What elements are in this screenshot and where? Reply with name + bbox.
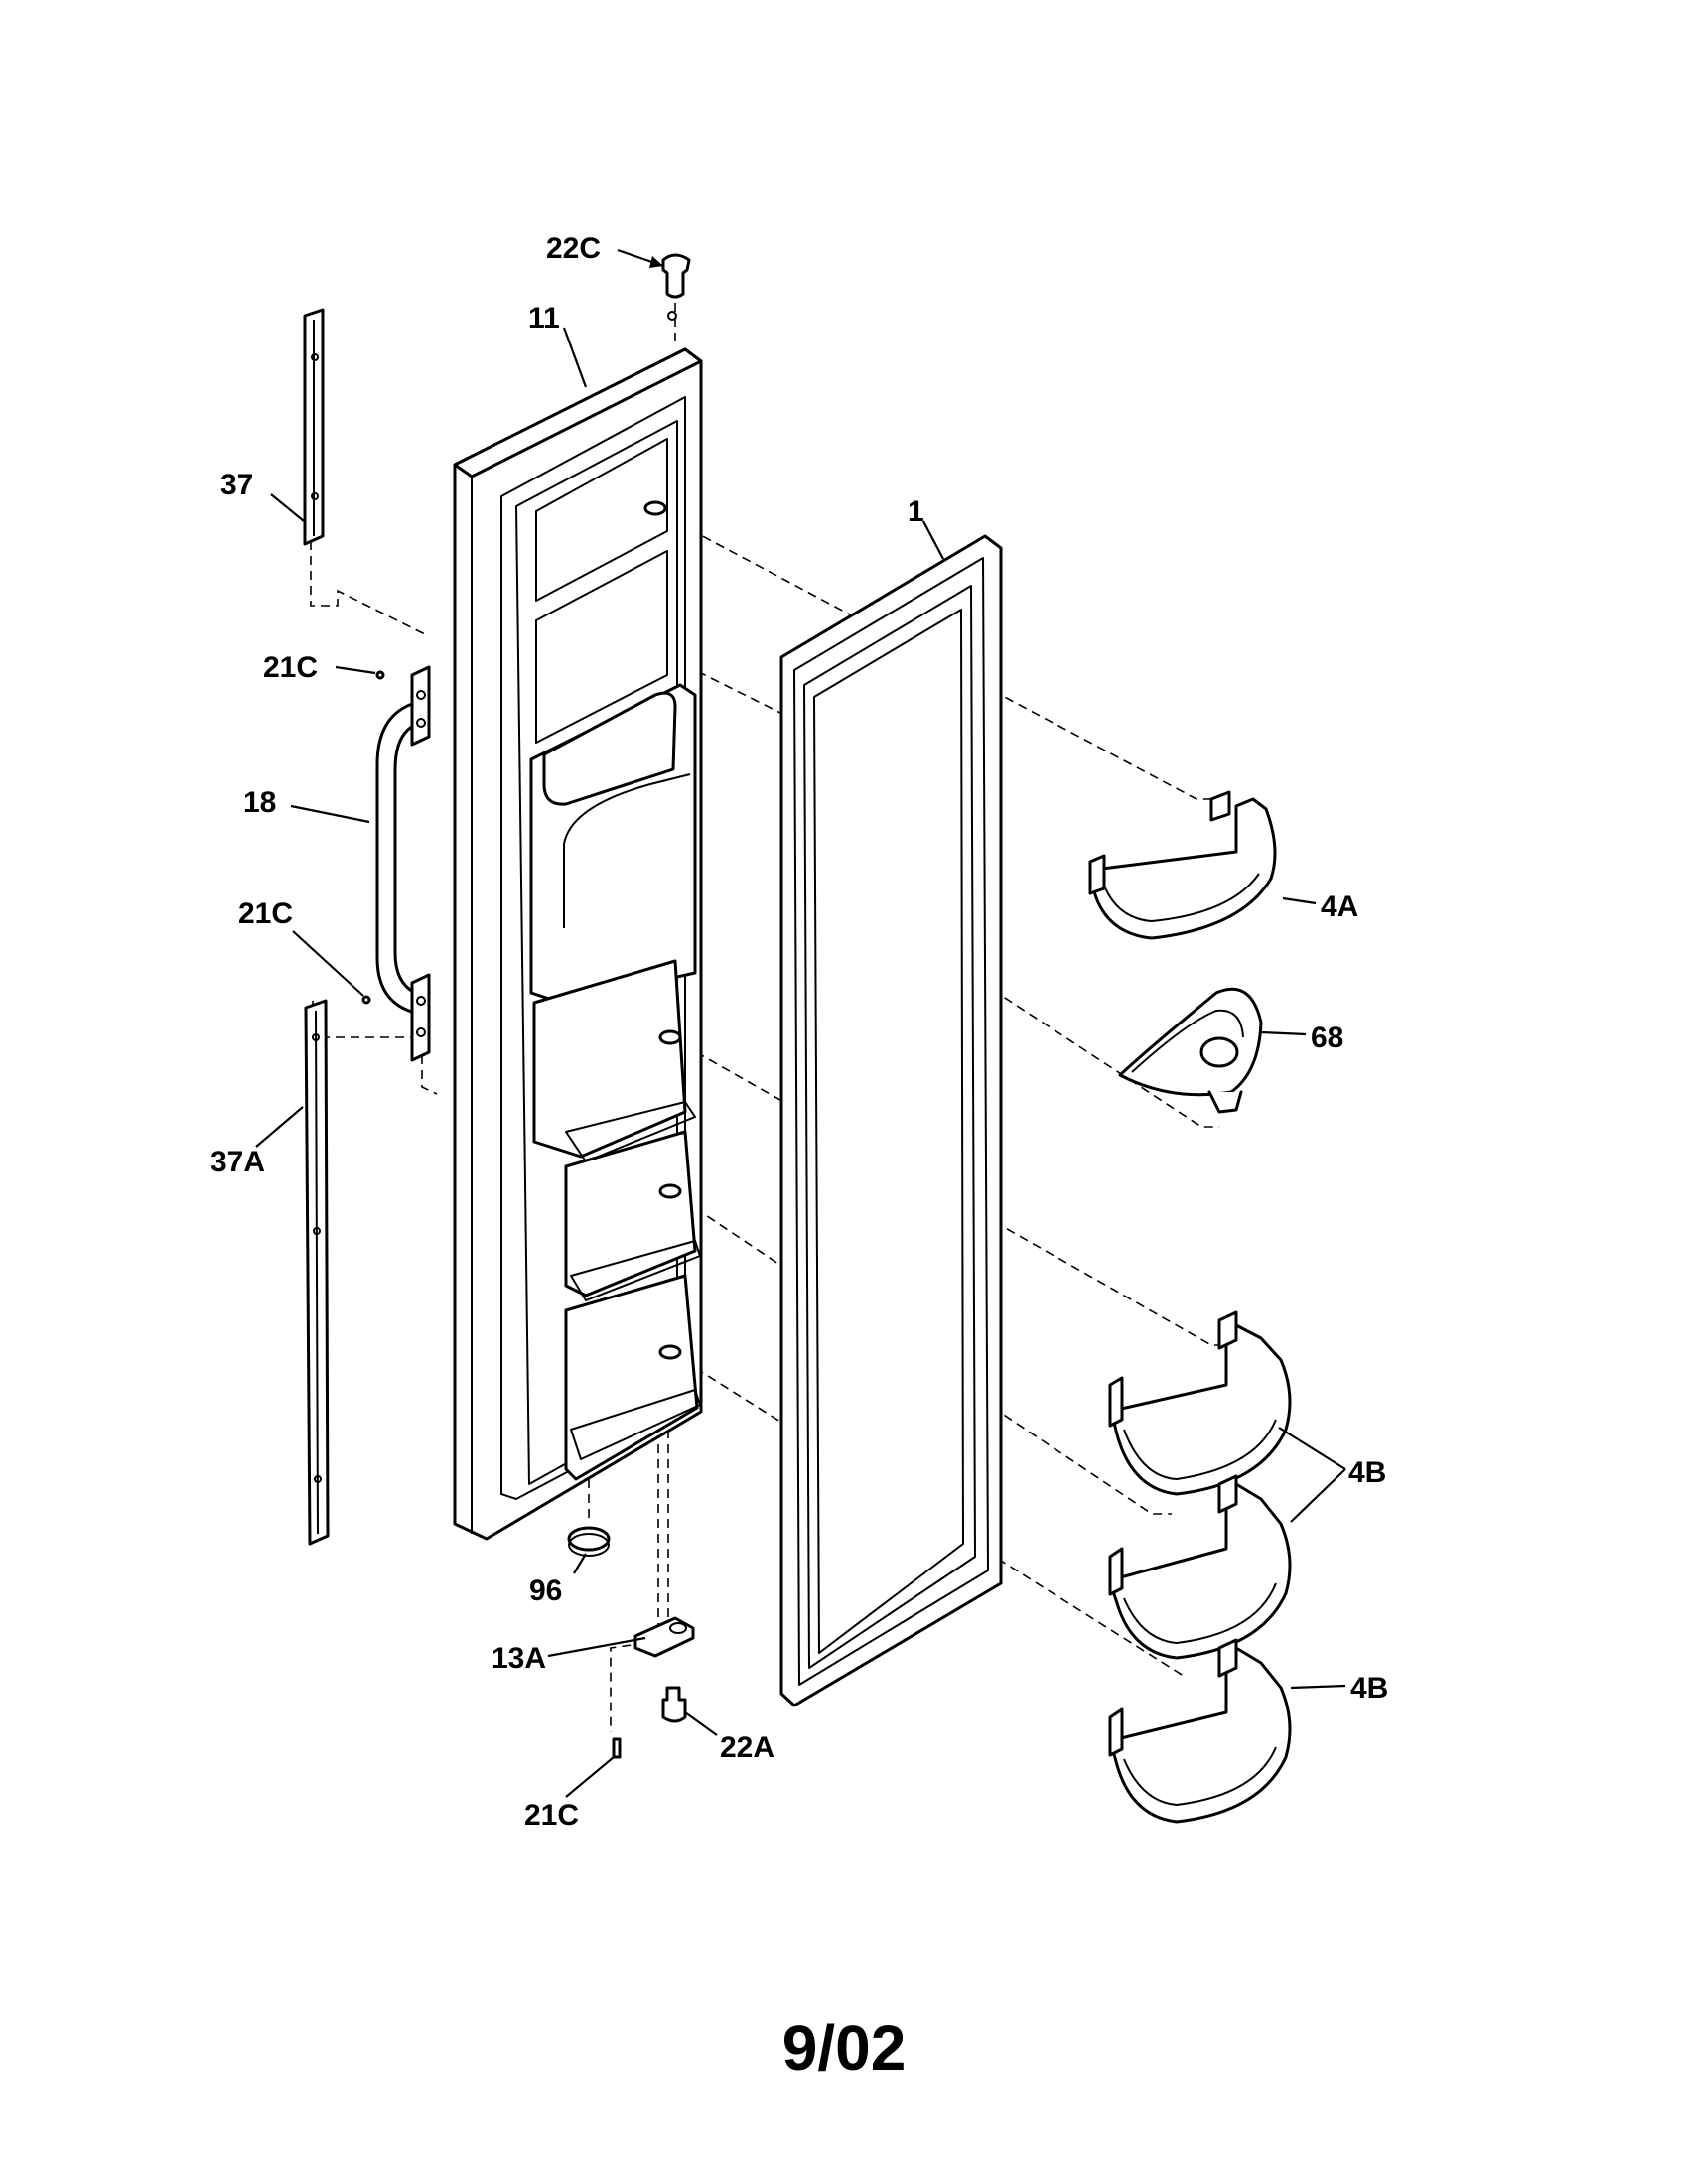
label-1: 1 xyxy=(908,495,924,528)
plug-96 xyxy=(567,1526,611,1557)
door-handle xyxy=(375,665,431,1062)
label-18: 18 xyxy=(243,786,276,819)
leader-lines xyxy=(255,248,1346,1798)
label-4b-lower: 4B xyxy=(1350,1672,1388,1705)
door-bin-4b-3 xyxy=(1108,1638,1292,1824)
door-shelf-3 xyxy=(564,1274,701,1481)
screw-21c-top xyxy=(375,670,385,680)
door-shelf-2 xyxy=(564,1130,701,1301)
screw-21c-bottom xyxy=(612,1737,622,1759)
label-96: 96 xyxy=(529,1574,562,1607)
label-22c: 22C xyxy=(546,232,601,265)
ice-chute-funnel-68 xyxy=(1118,987,1263,1114)
screw-21c-mid xyxy=(361,995,371,1005)
trim-strip-37 xyxy=(303,308,325,546)
hinge-pin-22a xyxy=(661,1686,687,1723)
label-21c-top: 21C xyxy=(263,651,318,684)
label-4a: 4A xyxy=(1321,890,1358,923)
trim-strip-37a xyxy=(304,999,330,1546)
label-37: 37 xyxy=(220,469,253,501)
door-gasket xyxy=(779,534,1003,1707)
label-4b-upper: 4B xyxy=(1348,1456,1386,1489)
label-37a: 37A xyxy=(211,1146,265,1178)
door-shelf-1 xyxy=(532,959,696,1162)
label-68: 68 xyxy=(1311,1022,1343,1054)
door-assembly xyxy=(453,311,703,1541)
door-bin-4b-2 xyxy=(1108,1474,1292,1660)
door-bin-4b-1 xyxy=(1108,1310,1292,1496)
hinge-plate-13a xyxy=(633,1616,695,1658)
hinge-pin-22c xyxy=(661,253,691,299)
callout-labels: 22C 11 37 1 21C 18 21C 4A 68 37A 4B 96 1… xyxy=(211,232,1388,1832)
label-21c-mid: 21C xyxy=(238,897,293,930)
door-bin-4a xyxy=(1088,790,1277,940)
assembly-dashed-lines xyxy=(310,258,1229,1732)
label-21c-bottom: 21C xyxy=(524,1799,579,1832)
revision-date: 9/02 xyxy=(782,2012,907,2084)
label-22a: 22A xyxy=(720,1731,774,1764)
label-11: 11 xyxy=(528,302,560,335)
label-13a: 13A xyxy=(492,1642,546,1675)
